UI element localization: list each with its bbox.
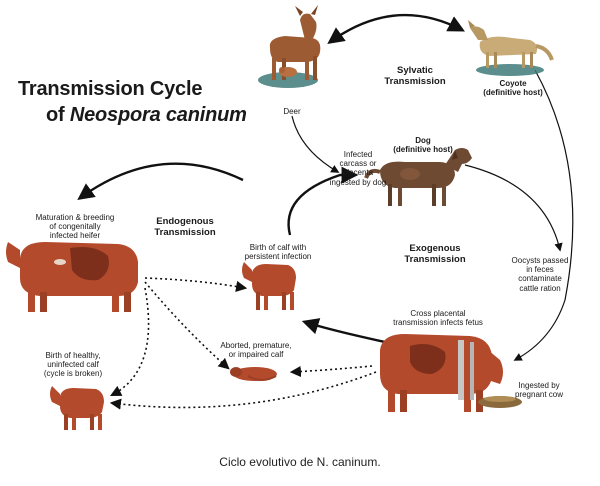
arrow-dog-to-oocysts [464,164,563,252]
dotted-cow-to-aborted [289,365,373,378]
deer-illustration [258,5,321,88]
dotted-heifer-to-calf [144,277,248,292]
diagram-title-line2: of Neospora caninum [46,104,247,127]
dotted-heifer-to-aborted [144,281,230,370]
aborted-calf-illustration [230,367,277,381]
arrows [77,13,574,361]
arrow-cow-to-calf [301,318,386,344]
label-cross-placental: Cross placental transmission infects fet… [393,309,483,328]
pregnant-cow-illustration [380,334,522,412]
label-ingested: Ingested by pregnant cow [514,381,564,400]
arrow-calf-to-heifer [77,162,244,200]
label-coyote: Coyote (definitive host) [483,79,543,98]
heading-sylvatic: Sylvatic Transmission [384,65,446,87]
label-maturation: Maturation & breeding of congenitally in… [35,213,115,241]
arrow-coyote-to-cow [513,69,574,361]
label-birth-persistent: Birth of calf with persistent infection [244,243,312,262]
arrow-deer-to-carcass [291,115,340,173]
label-infected-carcass: Infected carcass or placenta ingested by… [329,150,387,187]
figure-caption: Ciclo evolutivo de N. caninum. [219,455,381,469]
coyote-illustration [468,20,554,76]
heifer-illustration [6,242,138,312]
heading-endogenous: Endogenous Transmission [154,216,216,238]
label-dog: Dog (definitive host) [393,136,453,155]
calf-persistent-illustration [242,262,296,310]
dog-illustration [364,148,472,206]
title-prefix: of [46,104,70,126]
diagram-title-line1: Transmission Cycle [18,78,203,100]
label-aborted: Aborted, premature, or impaired calf [220,341,292,360]
healthy-calf-illustration [50,386,104,430]
label-deer: Deer [283,107,301,116]
arrow-deer-coyote [327,13,465,44]
title-species: Neospora caninum [69,104,247,126]
heading-exogenous: Exogenous Transmission [404,243,466,265]
label-healthy-calf: Birth of healthy, uninfected calf (cycle… [43,351,103,379]
dotted-arrows [109,277,377,410]
arrow-calf-to-dog [287,166,359,236]
label-oocysts: Oocysts passed in feces contaminate catt… [511,256,569,293]
